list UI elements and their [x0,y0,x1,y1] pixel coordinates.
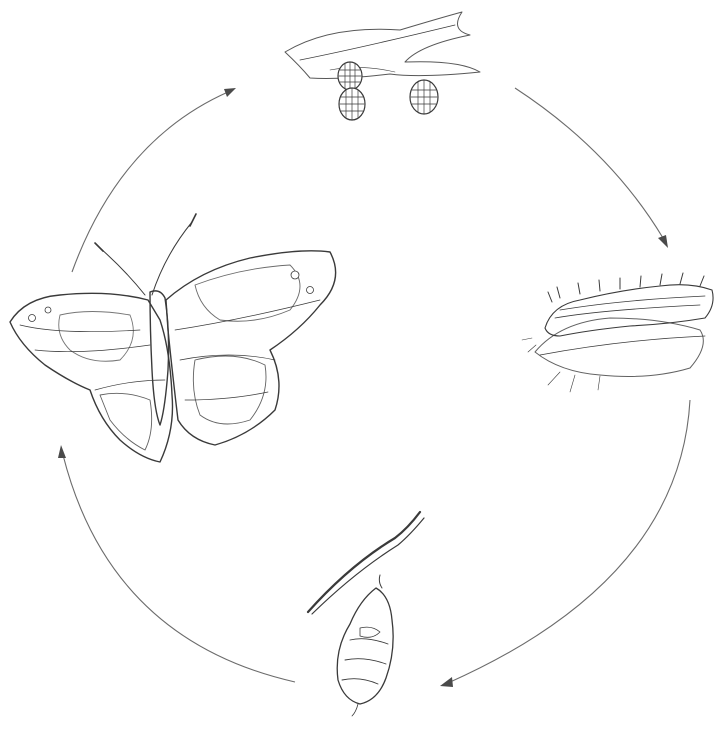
arrow-head-adult-to-eggs-icon [224,88,236,97]
arrow-caterpillar-to-chrysalis [448,400,690,683]
egg-2 [339,88,365,120]
egg-3 [410,80,438,114]
caterpillar-on-leaf-icon [522,273,713,392]
right-wing [166,251,336,445]
egg-1 [338,62,362,90]
arrow-head-caterpillar-to-chrysalis-icon [440,677,453,687]
arrow-adult-to-eggs [72,92,228,272]
arrow-eggs-to-caterpillar [515,88,663,238]
butterfly-icon [10,214,336,462]
arrow-chrysalis-to-adult [63,455,295,682]
chrysalis [337,588,393,716]
eggs-on-leaf-icon [285,12,480,120]
chrysalis-on-twig-icon [308,512,424,716]
arrow-head-chrysalis-to-adult-icon [58,445,66,458]
arrow-head-eggs-to-caterpillar-icon [658,235,668,248]
body [150,291,169,425]
